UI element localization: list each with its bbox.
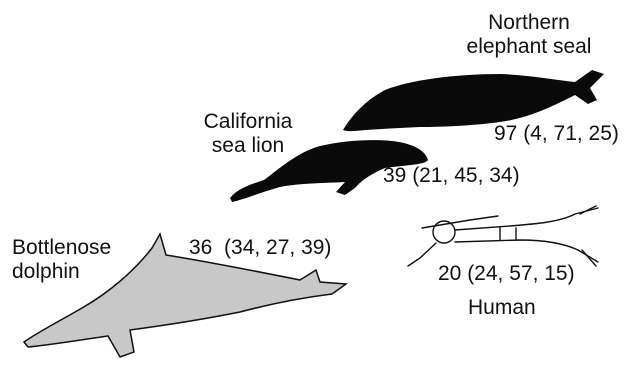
sea-lion-name: California sea lion	[196, 110, 300, 158]
dolphin-name-line2: dolphin	[12, 260, 111, 284]
sea-lion-name-line2: sea lion	[196, 134, 300, 158]
elephant-seal-name-line1: Northern	[454, 11, 604, 35]
dolphin-name: Bottlenose dolphin	[12, 236, 111, 284]
elephant-seal-name: Northern elephant seal	[454, 11, 604, 59]
sea-lion-name-line1: California	[196, 110, 300, 134]
swimmer-line-drawing	[408, 206, 598, 266]
elephant-seal-name-line2: elephant seal	[454, 35, 604, 59]
dolphin-name-line1: Bottlenose	[12, 236, 111, 260]
dolphin-value: 36 (34, 27, 39)	[189, 236, 331, 260]
sea-lion-value: 39 (21, 45, 34)	[383, 164, 520, 188]
elephant-seal-value: 97 (4, 71, 25)	[494, 122, 619, 146]
human-name: Human	[468, 296, 536, 320]
human-value: 20 (24, 57, 15)	[438, 262, 575, 286]
